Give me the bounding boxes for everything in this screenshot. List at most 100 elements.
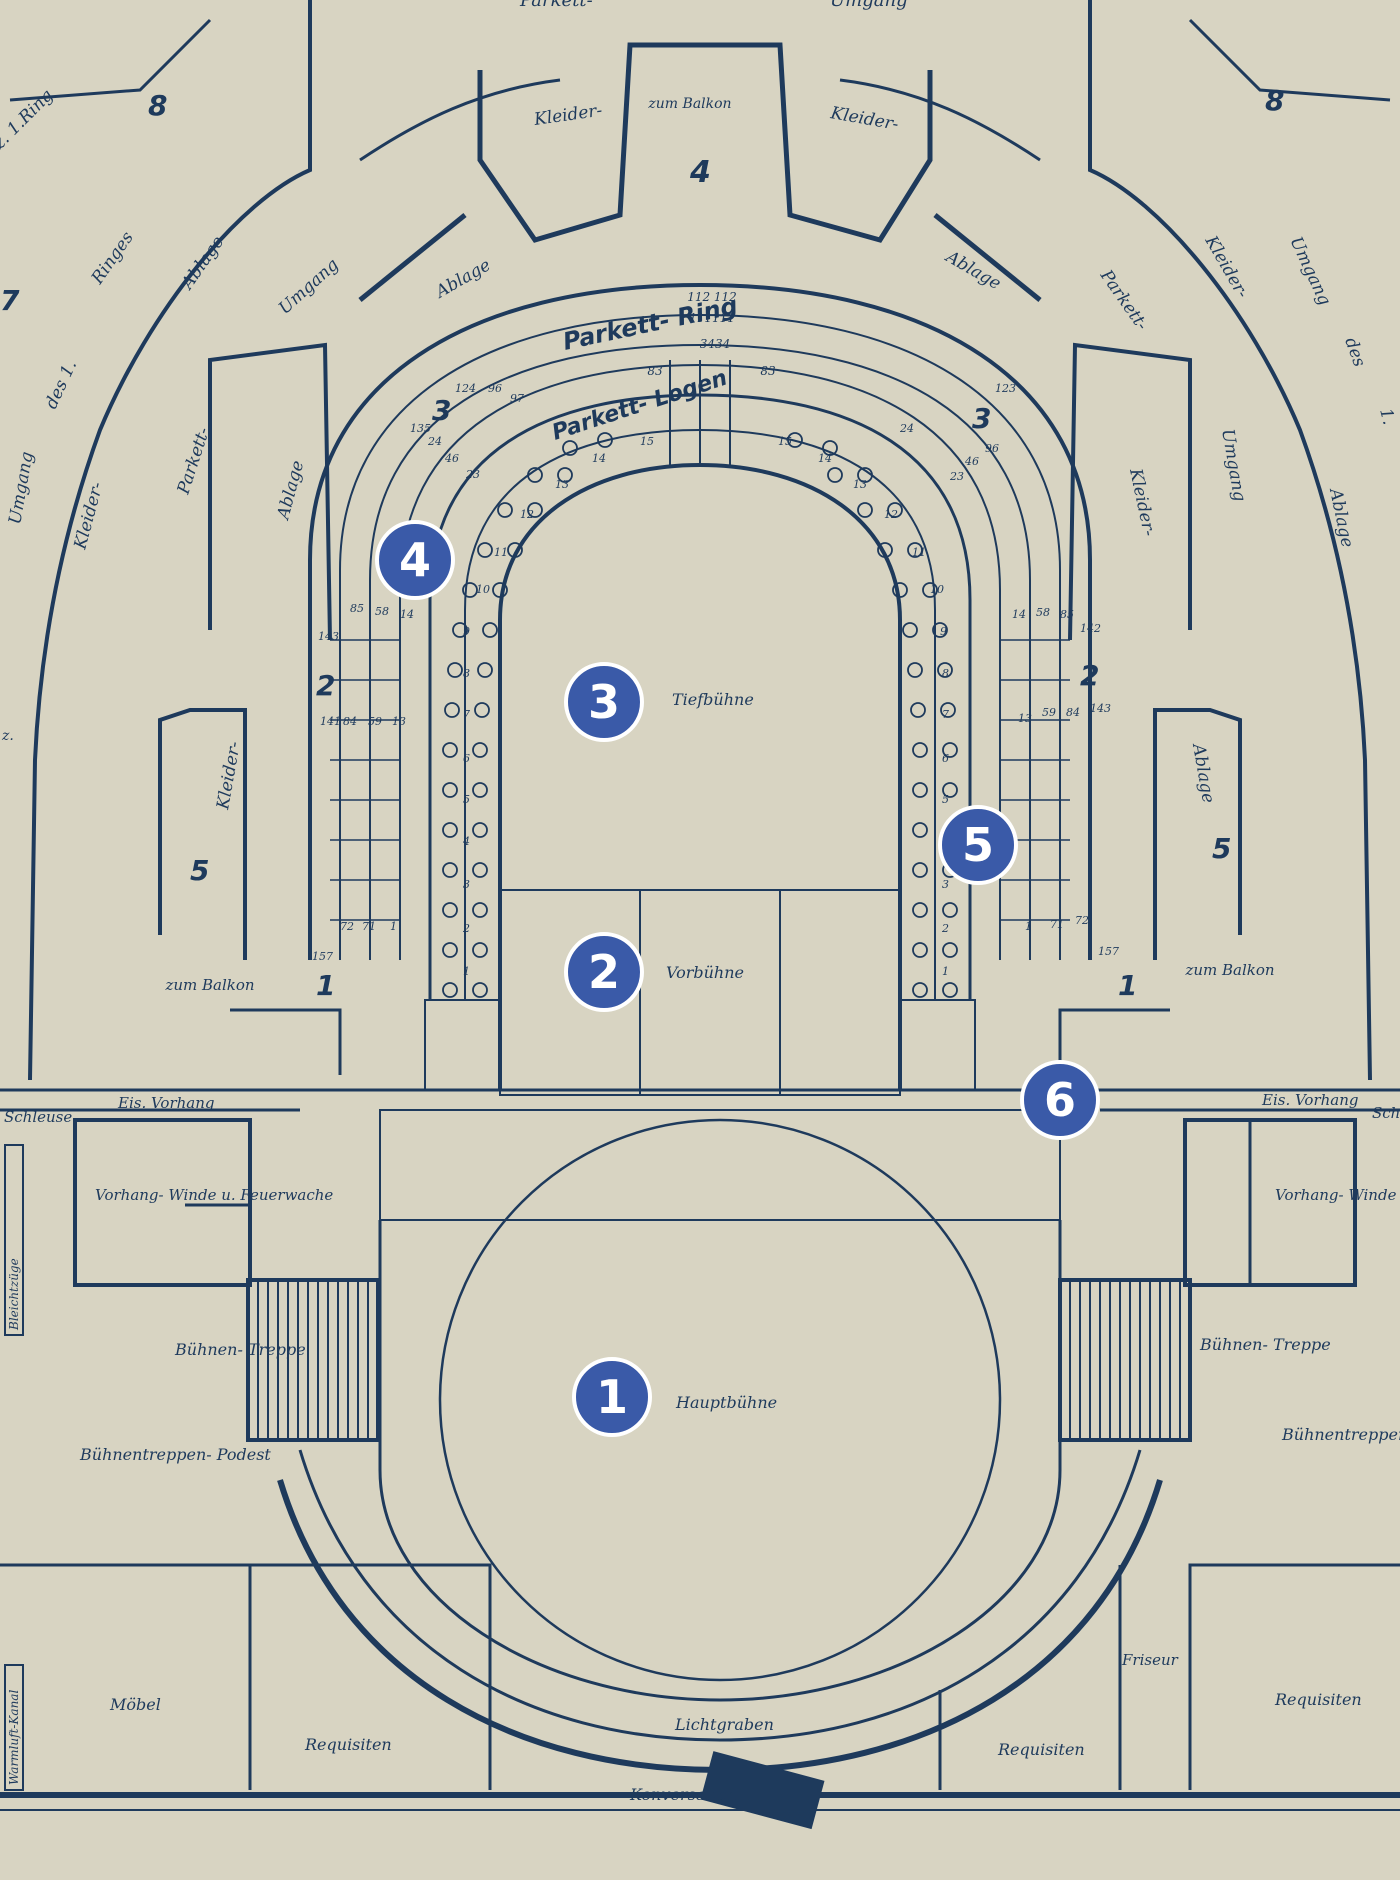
label-umgang-top: Umgang <box>830 0 908 11</box>
loge-number-left: 14 <box>592 452 606 465</box>
loge-number-right: 3 <box>942 878 949 891</box>
loge-number-left: 2 <box>462 922 470 935</box>
seat-number-left: 143 <box>318 630 339 643</box>
loge-number-left: 15 <box>640 435 654 448</box>
stage-label-tiefbuehne: Tiefbühne <box>672 690 754 709</box>
loge-number-right: 14 <box>818 452 832 465</box>
marker-6-number: 6 <box>1044 1073 1076 1127</box>
label-one-right: 1. <box>1375 406 1399 427</box>
loge-number-right: 13 <box>853 478 867 491</box>
label-n-7-left: 7 <box>0 284 20 317</box>
seat-number-left: 157 <box>312 950 333 963</box>
seat-number-right: 157 <box>1098 945 1119 958</box>
label-requisiten-left: Requisiten <box>304 1735 392 1754</box>
loge-number-right: 10 <box>930 583 944 596</box>
label-vorhang-winde-left: Vorhang- Winde u. Feuerwache <box>95 1186 333 1204</box>
label-parkett-top: Parkett- <box>519 0 593 11</box>
loge-number-right: 8 <box>942 667 949 680</box>
seat-number-left: 59 <box>368 715 382 728</box>
label-zum-balkon-top: zum Balkon <box>647 96 731 112</box>
label-zum-balkon-right: zum Balkon <box>1184 961 1274 979</box>
loge-number-left: 10 <box>476 583 490 596</box>
seat-number-left: 46 <box>444 452 459 465</box>
label-n-8-right: 8 <box>1265 84 1284 117</box>
label-schleuse-left: Schleuse <box>4 1108 72 1126</box>
seat-number-top-5: 83 <box>760 364 776 378</box>
marker-4[interactable]: 4 <box>375 520 455 600</box>
label-moebel: Möbel <box>109 1695 161 1714</box>
label-n-5-right: 5 <box>1212 832 1231 865</box>
loge-number-left: 7 <box>463 708 470 721</box>
seat-number-right: 142 <box>1080 622 1101 635</box>
seat-number-right: 58 <box>1036 606 1050 619</box>
loge-number-right: 12 <box>884 508 898 521</box>
label-n-8-left: 8 <box>148 89 167 122</box>
marker-5[interactable]: 5 <box>938 805 1018 885</box>
label-requisiten-mid: Requisiten <box>997 1740 1085 1759</box>
marker-2-number: 2 <box>588 945 620 999</box>
stage-labels: Tiefbühne Vorbühne Hauptbühne <box>666 690 777 1412</box>
loge-number-left: 5 <box>463 793 470 806</box>
seat-number-top-4: 83 <box>647 364 663 378</box>
seat-number-left: 13 <box>392 715 406 728</box>
label-warmluft-kanal: Warmluft-Kanal <box>7 1690 21 1785</box>
label-beleuchtungszuege: Bleichtzüge <box>7 1258 21 1331</box>
loge-number-right: 15 <box>778 435 792 448</box>
revolving-stage-circle <box>438 1118 1002 1682</box>
label-konversation: Konversation <box>629 1785 737 1804</box>
seat-number-left: 141 <box>320 715 341 728</box>
loge-number-right: 5 <box>942 793 949 806</box>
label-friseur: Friseur <box>1121 1651 1179 1669</box>
seat-number-left: 14 <box>400 608 414 621</box>
label-requisiten-right: Requisiten <box>1274 1690 1362 1709</box>
loge-number-left: 1 <box>463 965 470 978</box>
marker-1-number: 1 <box>596 1370 628 1424</box>
seat-number-left: 84 <box>343 715 357 728</box>
label-n-3-right: 3 <box>972 402 991 435</box>
stage-label-vorbuehne: Vorbühne <box>666 963 744 982</box>
seat-number-right: 84 <box>1066 706 1080 719</box>
seat-number-right: 71 <box>1050 918 1064 931</box>
seat-number-right: 59 <box>1042 706 1056 719</box>
seat-number-left: 135 <box>410 422 431 435</box>
loge-number-left: 6 <box>463 752 470 765</box>
label-vorhang-winde-right: Vorhang- Winde <box>1275 1186 1397 1204</box>
label-n-1-left: 1 <box>316 969 335 1002</box>
seat-number-left: 85 <box>350 602 364 615</box>
label-buehnentreppen-right: Bühnentreppen <box>1281 1425 1400 1444</box>
marker-1[interactable]: 1 <box>572 1357 652 1437</box>
seat-number-left: 97 <box>510 392 524 405</box>
auditorium-rings <box>308 282 1092 1090</box>
prompt-box-block <box>700 1751 825 1830</box>
seat-number-right: 96 <box>985 442 999 455</box>
marker-3-number: 3 <box>588 675 620 729</box>
seat-number-left: 23 <box>465 468 480 481</box>
marker-6[interactable]: 6 <box>1020 1060 1100 1140</box>
seat-number-left: 24 <box>427 435 442 448</box>
label-n-2-right: 2 <box>1080 659 1099 692</box>
seat-number-left: 1 <box>390 920 397 933</box>
marker-2[interactable]: 2 <box>564 932 644 1012</box>
marker-5-number: 5 <box>962 818 994 872</box>
seat-numbers-left: 141 84 59 13 72 71 1 157 143 85 58 14 12… <box>312 382 524 963</box>
marker-3[interactable]: 3 <box>564 662 644 742</box>
seat-number-right: 13 <box>1018 712 1032 725</box>
label-z-left: z. <box>1 728 14 744</box>
label-eis-vorhang-left: Eis. Vorhang <box>117 1094 215 1112</box>
seat-numbers-right: 13 59 84 143 1 71 72 157 142 85 58 14 12… <box>899 382 1119 958</box>
loge-number-left: 4 <box>462 835 470 848</box>
label-eis-vorhang-right: Eis. Vorhang <box>1261 1091 1359 1109</box>
seat-number-right: 23 <box>949 470 964 483</box>
loge-number-right: 7 <box>942 708 949 721</box>
label-n-3-left: 3 <box>432 394 451 427</box>
seat-number-left: 96 <box>488 382 502 395</box>
label-n-5-left: 5 <box>190 854 209 887</box>
side-rooms <box>0 1118 1400 1811</box>
marker-4-number: 4 <box>399 533 431 587</box>
seat-number-right: 143 <box>1090 702 1111 715</box>
label-n-2-left: 2 <box>316 669 335 702</box>
seat-number-right: 24 <box>899 422 914 435</box>
seat-number-right: 46 <box>964 455 979 468</box>
label-n-1-right: 1 <box>1118 969 1137 1002</box>
